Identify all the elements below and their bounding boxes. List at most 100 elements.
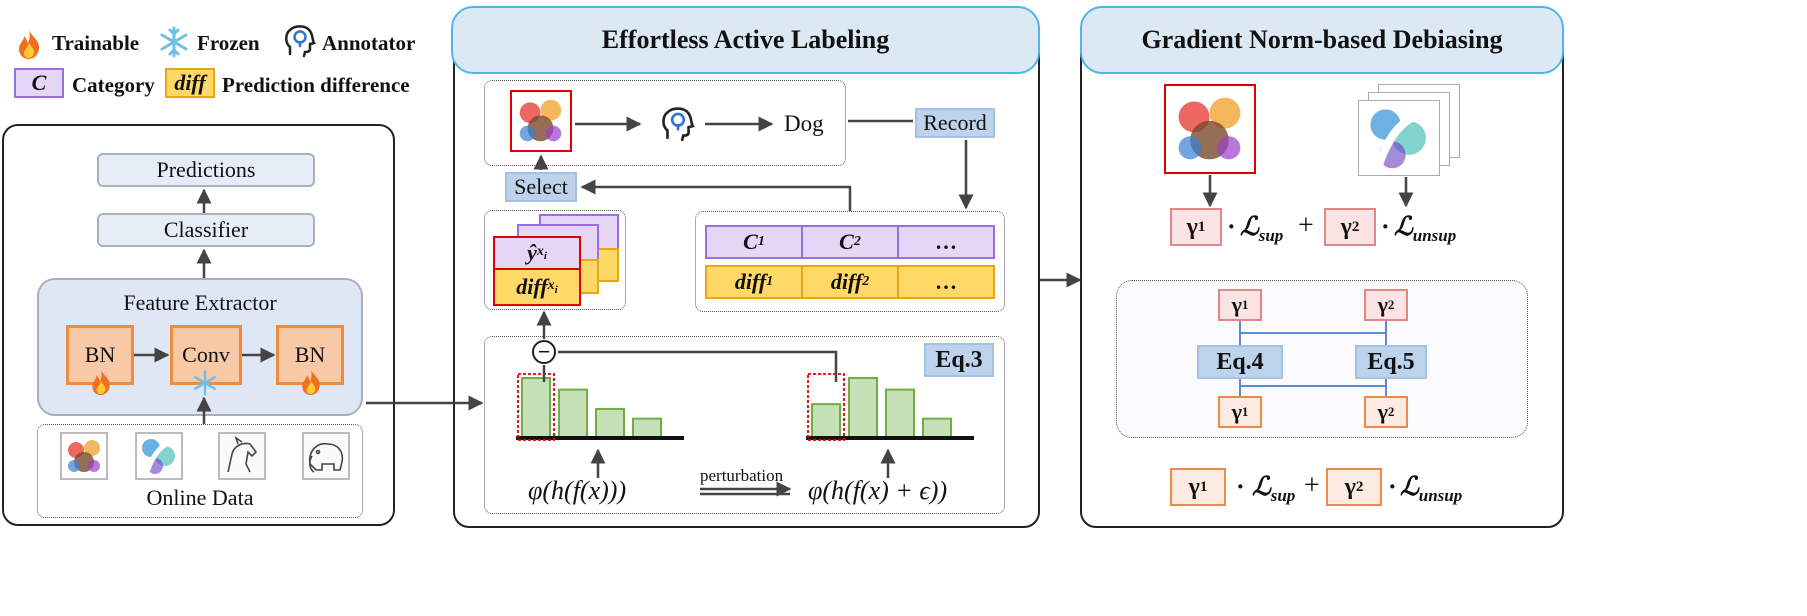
gamma2-symbol: γ [1340,213,1352,240]
gamma1-b-sub: 1 [1199,478,1208,495]
original-first-bar-highlight [517,373,555,441]
gamma2-out-symbol: γ [1377,399,1388,424]
annotation-flow-box [484,80,846,166]
feature-extractor-label: Feature Extractor [123,290,277,315]
gamma1-out-symbol: γ [1231,399,1242,424]
online-dog-painting-thumb [60,432,108,480]
selected-sample-box [484,210,626,310]
legend: Trainable Frozen Annotator C Category di… [0,0,500,110]
dog-label-text: Dog [784,111,824,136]
diff2-sub: 2 [862,274,870,289]
gamma1-in-symbol: γ [1231,292,1242,317]
l-sup-b-sub: sup [1270,486,1296,506]
perturbed-bar-2 [848,377,878,439]
snowflake-icon [158,26,190,58]
l-unsup-b-sub: unsup [1418,486,1463,506]
predictions-box: Predictions [97,153,315,187]
c1-sub: 1 [757,234,765,249]
gamma1-b-symbol: γ [1188,473,1200,500]
dot-operator: · [1227,212,1236,241]
diff1-sub: 1 [766,274,774,289]
l-sup-term-bottom: ℒsup [1252,472,1295,506]
diff-xi-sub: x [547,278,555,294]
l-unsup-sub: unsup [1412,226,1457,246]
legend-trainable-label: Trainable [52,31,140,55]
legend-prediction-difference-label: Prediction difference [222,73,410,97]
original-bar-3 [595,407,625,439]
gamma1-sub: 1 [1197,218,1206,235]
dot-operator: · [1236,472,1245,501]
online-elephant-sketch-thumb [302,432,350,480]
perturbed-bar-3 [885,388,915,439]
perturbed-bar-1 [811,403,841,439]
query-dog-image [510,90,572,152]
table-c-ellipsis-cell: … [897,225,995,259]
gamma2-in-sub: 2 [1387,297,1395,312]
legend-frozen-label: Frozen [197,31,260,55]
gamma2-b-sub: 2 [1355,478,1364,495]
unlabeled-horse-image [1358,100,1440,176]
original-bar-1 [521,377,551,439]
l-unsup-b-symbol: ℒ [1400,472,1419,501]
gradient-norm-box [1116,280,1528,438]
gamma1-in-sub: 1 [1241,297,1249,312]
l-sup-symbol: ℒ [1240,212,1259,241]
l-sup-term: ℒsup [1240,212,1283,246]
active-labeling-header: Effortless Active Labeling [451,6,1040,74]
eq4-box: Eq.4 [1197,345,1283,379]
c2-symbol: C [839,229,854,254]
l-unsup-symbol: ℒ [1394,212,1413,241]
minus-circle: − [532,340,556,364]
fire-icon [88,368,114,396]
table-diff-ellipsis-cell: … [897,265,995,299]
legend-category-label: Category [72,73,155,97]
annotator-head-icon [659,106,697,142]
c2-sub: 2 [853,234,861,249]
bar-chart-original [516,372,684,444]
record-box: Record [915,108,995,138]
perturbed-bar-4 [922,417,952,439]
gamma2-out-sub: 2 [1387,404,1395,419]
dot-operator: · [1381,212,1390,241]
online-data-label: Online Data [146,485,254,510]
diff-xi-subsub: i [554,283,558,296]
bar-chart-perturbed [806,372,974,444]
y-hat-sub: x [536,244,544,260]
select-box: Select [505,172,577,202]
original-bar-4 [632,417,662,439]
gamma1-symbol: γ [1186,213,1198,240]
fire-icon [14,28,44,60]
l-sup-sub: sup [1258,226,1284,246]
labeled-dog-image [1164,84,1256,174]
perturbation-label: perturbation [700,466,784,485]
legend-annotator-label: Annotator [322,31,416,55]
gamma1-out-sub: 1 [1241,404,1249,419]
diff2-symbol: diff [830,269,863,294]
record-table-box [695,211,1005,312]
fire-icon [298,368,324,396]
l-unsup-term-bottom: ℒunsup [1400,472,1462,506]
formula-original: φ(h(f(x))) [528,476,627,505]
debiasing-header: Gradient Norm-based Debiasing [1080,6,1564,74]
y-hat-symbol: ŷ [527,240,537,265]
bn-block-2: BN [276,325,344,385]
l-unsup-term: ℒunsup [1394,212,1456,246]
gamma2-in-symbol: γ [1377,292,1388,317]
perturbation-box [484,336,1005,514]
formula-perturbed: φ(h(f(x) + ϵ)) [808,476,948,505]
minus-symbol: − [537,339,551,364]
bn-block-1: BN [66,325,134,385]
online-horse-painting-thumb [135,432,183,480]
diff-xi-symbol: diff [516,274,548,299]
